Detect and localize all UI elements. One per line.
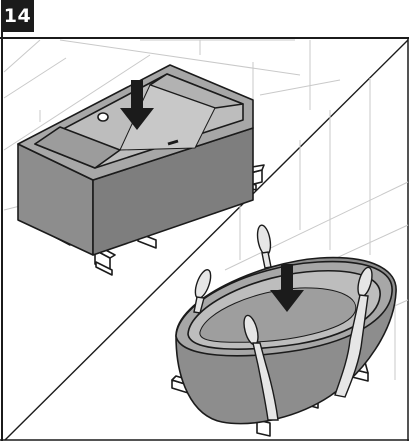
down-arrow-icon-oval (270, 264, 304, 312)
step-number: 14 (3, 5, 32, 27)
wall-tiles-top (3, 39, 341, 211)
down-arrow-icon (120, 80, 154, 130)
lifting-strap-icon (193, 224, 373, 421)
step-number-badge: 14 (1, 0, 34, 32)
